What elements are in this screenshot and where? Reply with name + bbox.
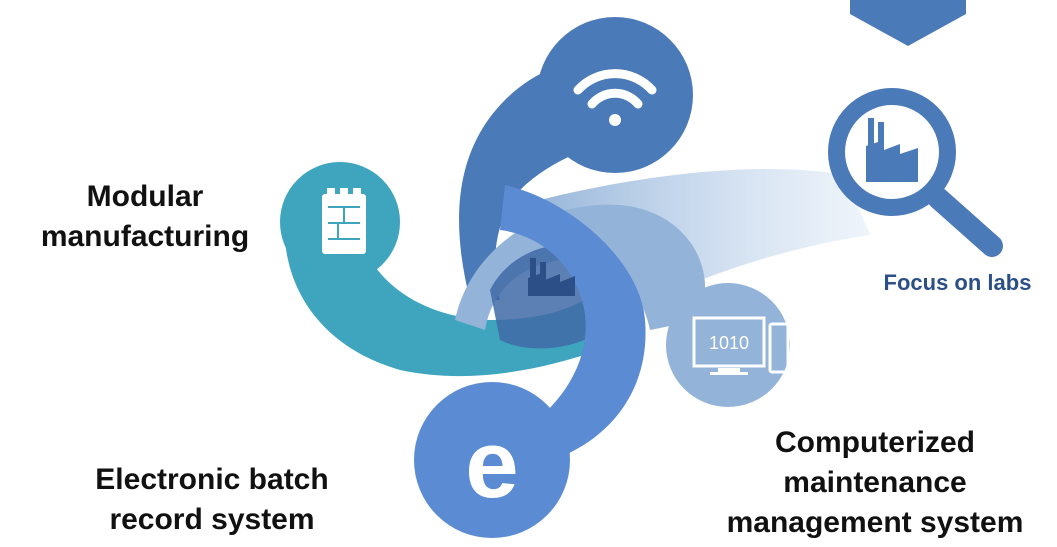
factory-icon (528, 258, 575, 296)
battery-modules-icon (322, 188, 366, 254)
label-cmms: Computerized maintenance management syst… (700, 423, 1050, 543)
label-line: Electronic batch (95, 463, 329, 496)
swirl-bright-blue (414, 185, 646, 538)
swirl-light-blue (455, 204, 790, 407)
monitor-text: 1010 (709, 333, 749, 353)
label-line: management system (726, 506, 1024, 539)
label-line: Modular (86, 180, 204, 213)
magnifier-factory-icon (828, 88, 1003, 257)
label-line: manufacturing (40, 220, 250, 253)
down-arrow-icon (850, 0, 966, 46)
label-line: record system (109, 503, 315, 536)
label-modular-manufacturing: Modular manufacturing (0, 177, 290, 257)
label-line: Computerized (774, 426, 975, 459)
label-focus-on-labs: Focus on labs (883, 270, 1032, 295)
computer-icon: 1010 (692, 316, 790, 375)
e-letter-icon: e (465, 411, 518, 518)
label-line: maintenance (783, 466, 967, 499)
label-electronic-batch-record: Electronic batch record system (62, 460, 362, 540)
wifi-icon (573, 69, 657, 126)
